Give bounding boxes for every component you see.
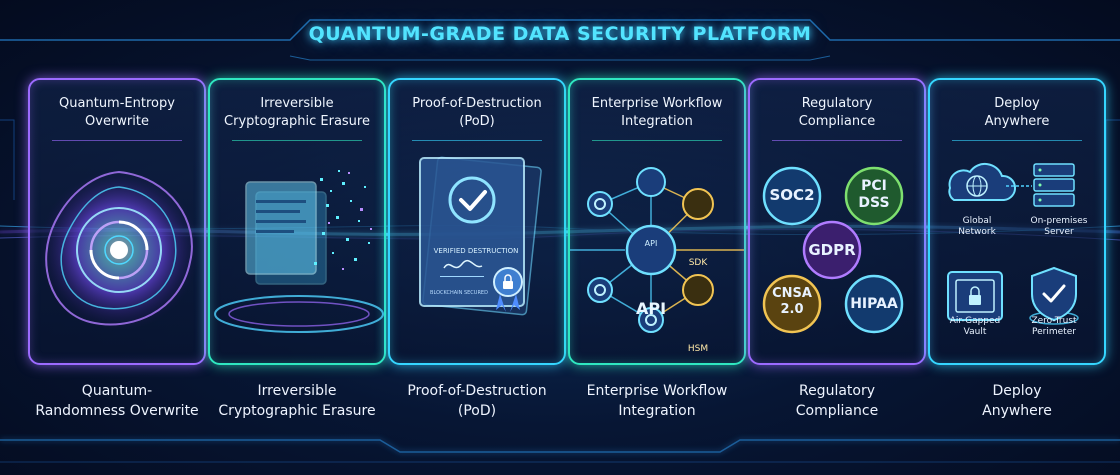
- card-heading-line: Quantum-Entropy: [59, 96, 175, 111]
- shield-icon: [1029, 266, 1079, 325]
- option-label-line: Network: [958, 227, 996, 237]
- option-label-line: Global: [962, 216, 992, 226]
- caption-quantum-entropy: Quantum- Randomness Overwrite: [28, 376, 206, 426]
- certificate-caption: VERIFIED DESTRUCTION: [433, 247, 519, 255]
- gdpr-label: GDPR: [808, 241, 856, 259]
- divider: [412, 140, 542, 141]
- certificate-illustration: [419, 156, 542, 316]
- caption-line: Integration: [618, 403, 696, 419]
- caption-line: Deploy: [992, 383, 1042, 399]
- option-label-line: Server: [1044, 227, 1074, 237]
- card-heading-line: Integration: [621, 114, 693, 129]
- hsm-node-label: HSM: [687, 344, 709, 354]
- card-heading-line: Deploy: [994, 96, 1040, 111]
- cloud-globe-icon: [948, 162, 1016, 201]
- card-heading-line: Anywhere: [984, 114, 1050, 129]
- dissolving-document-illustration: [214, 170, 384, 333]
- check-circle-icon: [448, 176, 496, 224]
- card-regulatory-compliance: Regulatory Compliance SOC2 PCI DSS GDPR …: [748, 78, 926, 365]
- signature-icon: [443, 259, 483, 269]
- option-label-line: Vault: [963, 327, 987, 337]
- air-gapped-label: Air-Gapped Vault: [935, 316, 1015, 338]
- vault-icon: [947, 271, 1003, 321]
- page-title: QUANTUM-GRADE DATA SECURITY PLATFORM: [308, 23, 812, 45]
- card-heading-line: (PoD): [459, 114, 495, 129]
- certificate-footer: BLOCKCHAIN SECURED: [430, 290, 488, 296]
- card-heading: Quantum-Entropy Overwrite: [30, 88, 204, 138]
- card-quantum-entropy: Quantum-Entropy Overwrite: [28, 78, 206, 365]
- card-workflow-integration: Enterprise Workflow Integration: [568, 78, 746, 365]
- badge-pci-dss: [844, 166, 904, 226]
- caption-deploy-anywhere: Deploy Anywhere: [928, 376, 1106, 426]
- card-deploy-anywhere: Deploy Anywhere: [928, 78, 1106, 365]
- title-banner: QUANTUM-GRADE DATA SECURITY PLATFORM: [300, 14, 820, 54]
- caption-cryptographic-erasure: Irreversible Cryptographic Erasure: [208, 376, 386, 426]
- card-heading-line: Cryptographic Erasure: [224, 114, 370, 129]
- cnsa-label-line: CNSA: [772, 286, 812, 301]
- option-label-line: Perimeter: [1032, 327, 1076, 337]
- soc2-label: SOC2: [769, 186, 815, 204]
- caption-line: (PoD): [457, 403, 497, 419]
- card-heading: Enterprise Workflow Integration: [570, 88, 744, 138]
- badge-gdpr: [802, 220, 862, 280]
- zero-trust-label: Zero-Trust Perimeter: [1014, 316, 1094, 338]
- integration-network-illustration: [570, 167, 744, 333]
- api-hub-label: API: [635, 299, 667, 318]
- divider: [952, 140, 1082, 141]
- pci-label-line: DSS: [858, 195, 890, 211]
- cnsa-label: CNSA 2.0: [752, 286, 832, 318]
- gear-icon: [587, 277, 613, 303]
- quantum-vortex-illustration: [39, 170, 199, 330]
- api-node-label: API: [644, 239, 658, 248]
- caption-regulatory-compliance: Regulatory Compliance: [748, 376, 926, 426]
- option-label-line: Zero-Trust: [1031, 316, 1077, 326]
- gear-icon: [587, 191, 613, 217]
- card-heading: Proof-of-Destruction (PoD): [390, 88, 564, 138]
- card-heading-line: Irreversible: [260, 96, 334, 111]
- badge-cnsa: [762, 274, 822, 334]
- option-label-line: Air-Gapped: [949, 316, 1001, 326]
- caption-workflow-integration: Enterprise Workflow Integration: [568, 376, 746, 426]
- compliance-badges-illustration: [762, 166, 904, 334]
- divider: [52, 140, 182, 141]
- caption-line: Proof-of-Destruction: [407, 383, 547, 399]
- cnsa-label-line: 2.0: [780, 302, 804, 317]
- caption-proof-of-destruction: Proof-of-Destruction (PoD): [388, 376, 566, 426]
- pci-label-line: PCI: [861, 178, 887, 194]
- card-heading-line: Regulatory: [801, 96, 873, 111]
- server-rack-icon: [1033, 163, 1075, 207]
- divider: [232, 140, 362, 141]
- caption-line: Compliance: [795, 403, 879, 419]
- badge-hipaa: [844, 274, 904, 334]
- card-heading-line: Compliance: [798, 114, 876, 129]
- divider: [772, 140, 902, 141]
- caption-line: Cryptographic Erasure: [218, 403, 376, 419]
- card-cryptographic-erasure: Irreversible Cryptographic Erasure: [208, 78, 386, 365]
- deployment-options-illustration: [947, 162, 1079, 325]
- card-heading-line: Overwrite: [85, 114, 149, 129]
- global-network-label: Global Network: [937, 216, 1017, 238]
- caption-line: Regulatory: [798, 383, 876, 399]
- badge-soc2: [762, 166, 822, 226]
- caption-line: Quantum-: [81, 383, 153, 399]
- caption-line: Enterprise Workflow: [586, 383, 728, 399]
- sdk-node-label: SDK: [688, 258, 708, 268]
- caption-line: Anywhere: [982, 403, 1052, 419]
- option-label-line: On-premises: [1030, 216, 1088, 226]
- pci-dss-label: PCI DSS: [834, 178, 914, 212]
- card-heading: Regulatory Compliance: [750, 88, 924, 138]
- caption-line: Irreversible: [257, 383, 337, 399]
- divider: [592, 140, 722, 141]
- on-premises-label: On-premises Server: [1014, 216, 1104, 238]
- card-heading: Irreversible Cryptographic Erasure: [210, 88, 384, 138]
- card-heading-line: Proof-of-Destruction: [412, 96, 542, 111]
- caption-line: Randomness Overwrite: [35, 403, 199, 419]
- gear-icon: [638, 307, 664, 333]
- card-heading-line: Enterprise Workflow: [591, 96, 723, 111]
- hipaa-label: HIPAA: [850, 296, 898, 312]
- card-heading: Deploy Anywhere: [930, 88, 1104, 138]
- card-proof-of-destruction: Proof-of-Destruction (PoD) VERIFIED DEST…: [388, 78, 566, 365]
